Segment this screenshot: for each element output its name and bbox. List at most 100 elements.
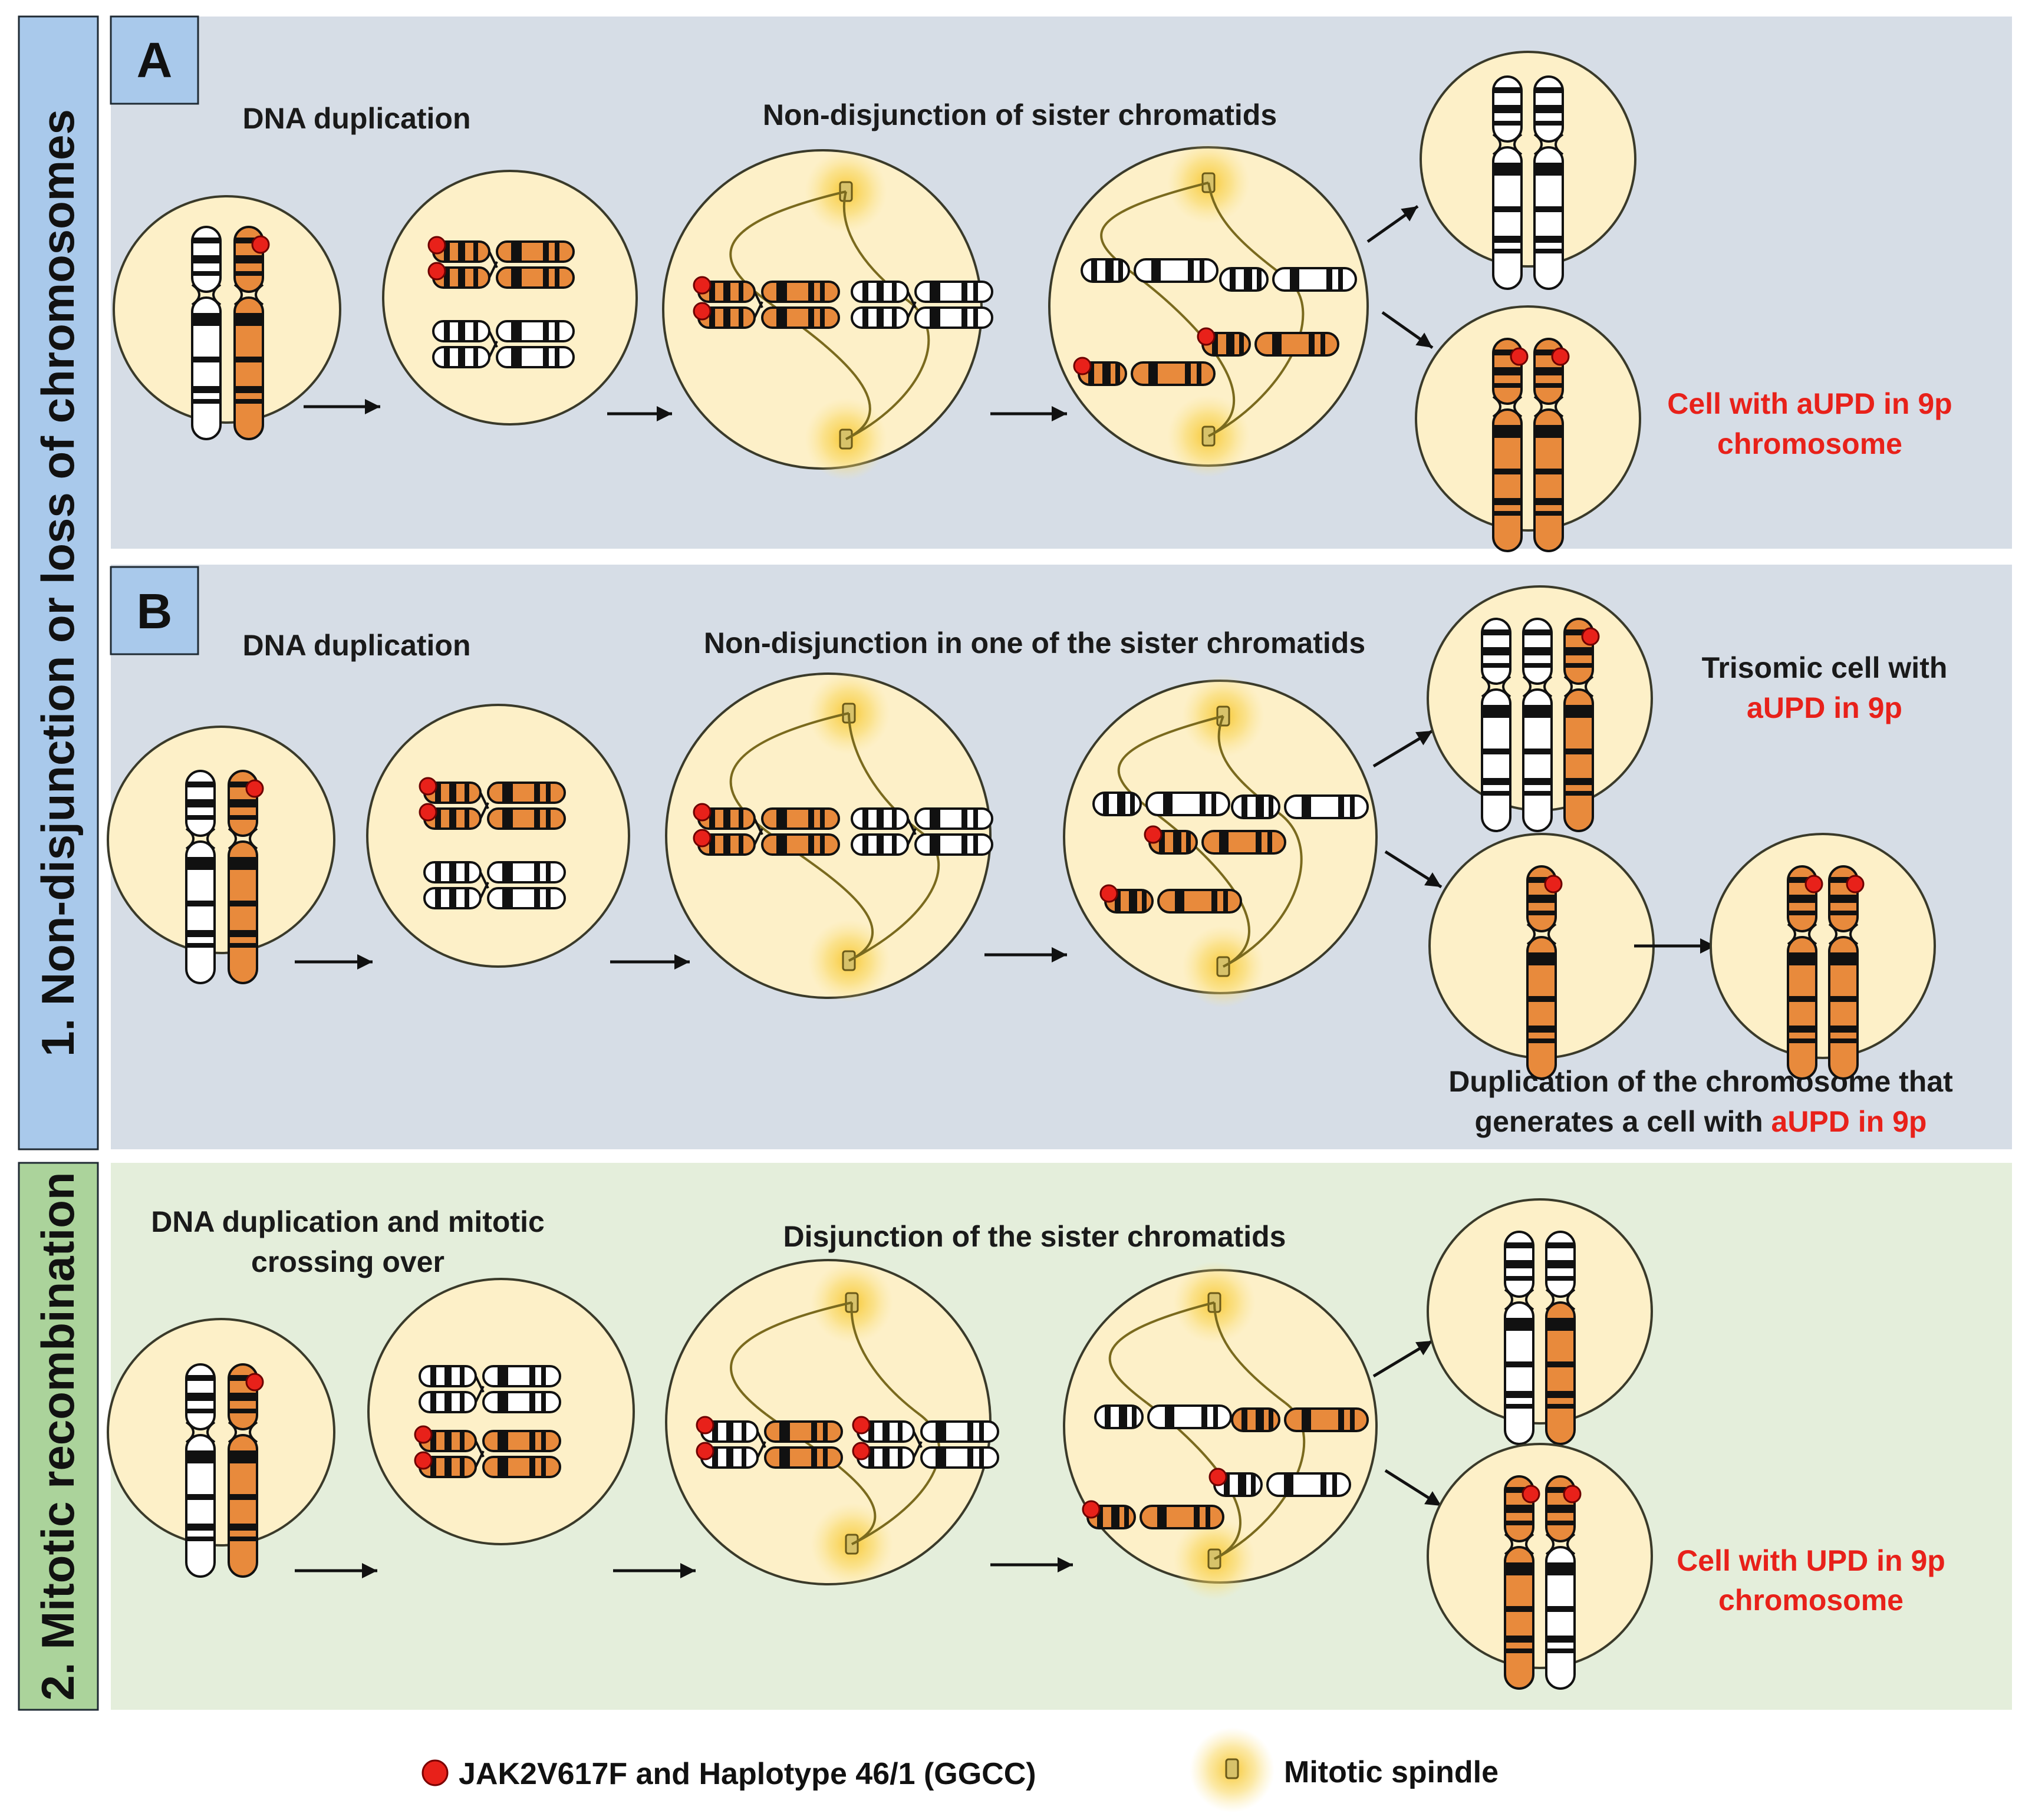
chromosome <box>233 226 270 440</box>
chromosome <box>228 770 264 984</box>
chromatid <box>1231 1407 1369 1432</box>
chromatid <box>1081 258 1219 283</box>
cell <box>107 1318 335 1547</box>
arrowhead-icon <box>657 406 672 421</box>
chromosome <box>1563 618 1600 832</box>
mutation-dot <box>245 1373 264 1392</box>
mutation-dot <box>414 1451 433 1470</box>
chromosome <box>1492 338 1529 552</box>
chromosome <box>191 226 222 440</box>
chromosome <box>1522 618 1553 832</box>
legend-spindle-label: Mitotic spindle <box>1284 1755 1499 1789</box>
chromatid <box>1073 357 1216 386</box>
arrowhead-icon <box>1424 1491 1441 1506</box>
panel-b-dup-line2: generates a cell with aUPD in 9p <box>1475 1105 1927 1138</box>
chromosome <box>1504 1231 1534 1445</box>
arrowhead-icon <box>1700 938 1715 954</box>
panel-b-dup-line1: Duplication of the chromosome that <box>1448 1065 1953 1098</box>
chromosome <box>1533 338 1570 552</box>
chromatid-pair <box>423 861 566 909</box>
mutation-dot <box>427 262 446 281</box>
arrowhead-icon <box>365 399 380 414</box>
arrowhead-icon <box>362 1563 377 1578</box>
mutation-dot <box>693 803 712 822</box>
cell <box>382 170 638 426</box>
panel-c-result-line2: chromosome <box>1718 1584 1904 1617</box>
section-label-2: 2. Mitotic recombination <box>32 1172 84 1700</box>
mutation-dot <box>427 236 446 255</box>
mutation-dot <box>1544 875 1563 893</box>
cell <box>1427 1443 1653 1669</box>
mutation-dot <box>1522 1485 1540 1504</box>
mutation-dot <box>1144 825 1163 844</box>
diagram-content <box>107 51 1936 1690</box>
chromatid-pair <box>427 236 575 289</box>
cell <box>1420 51 1636 268</box>
panel-a-result-line1: Cell with aUPD in 9p <box>1667 387 1952 420</box>
arrowhead-icon <box>674 954 690 970</box>
chromatid-pair <box>693 276 840 329</box>
chromatid <box>1082 1500 1224 1529</box>
chromatid <box>1197 327 1339 357</box>
chromatid <box>1144 825 1286 855</box>
arrowhead-icon <box>1052 406 1067 421</box>
legend: JAK2V617F and Haplotype 46/1 (GGCC) Mito… <box>421 1727 1499 1812</box>
chromatid-pair <box>693 803 840 856</box>
chromosome <box>1787 865 1823 1080</box>
arrowhead-icon <box>357 954 373 970</box>
chromosome <box>185 1363 216 1578</box>
mutation-dot <box>1197 327 1216 346</box>
spindle-fiber <box>1213 1302 1286 1404</box>
mutation-dot <box>693 829 712 848</box>
arrowhead-icon <box>1415 731 1432 746</box>
mutation-dot <box>1099 884 1118 903</box>
chromatid <box>1094 1404 1232 1429</box>
section-label-1: 1. Non-disjunction or loss of chromosome… <box>32 109 84 1057</box>
mutation-dot <box>1073 357 1092 375</box>
chromosome <box>1545 1231 1576 1445</box>
chromatid-pair <box>419 1365 561 1413</box>
chromatid-pair <box>851 281 993 329</box>
mutation-dot <box>1581 627 1600 646</box>
spindle-fiber <box>1108 1301 1215 1404</box>
arrowhead-icon <box>1415 332 1432 348</box>
mutation-dot <box>419 803 437 822</box>
section-tab-1: 1. Non-disjunction or loss of chromosome… <box>18 15 99 1150</box>
mutation-dot <box>1082 1500 1101 1519</box>
chromosome <box>1828 865 1865 1080</box>
panel-b-step1-label: DNA duplication <box>242 629 470 662</box>
cell <box>1427 1198 1653 1425</box>
cell <box>107 726 335 954</box>
arrowhead-icon <box>1415 1341 1432 1356</box>
arrowhead-icon <box>1058 1557 1073 1572</box>
chromatid-pair <box>414 1425 561 1478</box>
mutation-dot <box>852 1416 871 1435</box>
panel-a-letter-box: A <box>110 15 199 105</box>
arrowhead-icon <box>1401 206 1418 222</box>
panel-b-dup-line2b: aUPD in 9p <box>1771 1105 1927 1138</box>
chromosome <box>1545 1475 1582 1690</box>
mutation-dot <box>414 1425 433 1444</box>
mutation-dot <box>1208 1468 1227 1486</box>
chromosome <box>1492 75 1523 290</box>
arrowhead-icon <box>680 1563 696 1578</box>
arrowhead-icon <box>1052 947 1067 962</box>
panel-b-trisomic-line2: aUPD in 9p <box>1747 691 1902 724</box>
mutation-dot <box>852 1442 871 1460</box>
panel-b-dup-line2a: generates a cell with <box>1475 1105 1771 1138</box>
spindle-fiber <box>1223 812 1303 968</box>
spindle-fiber <box>1207 182 1286 278</box>
spindle-fiber <box>730 1301 852 1416</box>
mutation-dot-icon <box>421 1759 449 1786</box>
panel-a-letter: A <box>137 32 173 88</box>
section-tab-2: 2. Mitotic recombination <box>18 1162 99 1711</box>
cell <box>113 195 341 424</box>
mutation-dot <box>696 1416 714 1435</box>
mutation-dot <box>251 235 270 254</box>
chromosome <box>1533 75 1564 290</box>
mutation-dot <box>693 276 712 295</box>
cell <box>1415 305 1641 532</box>
chromosome <box>185 770 216 984</box>
legend-mutation-label: JAK2V617F and Haplotype 46/1 (GGCC) <box>459 1757 1036 1791</box>
